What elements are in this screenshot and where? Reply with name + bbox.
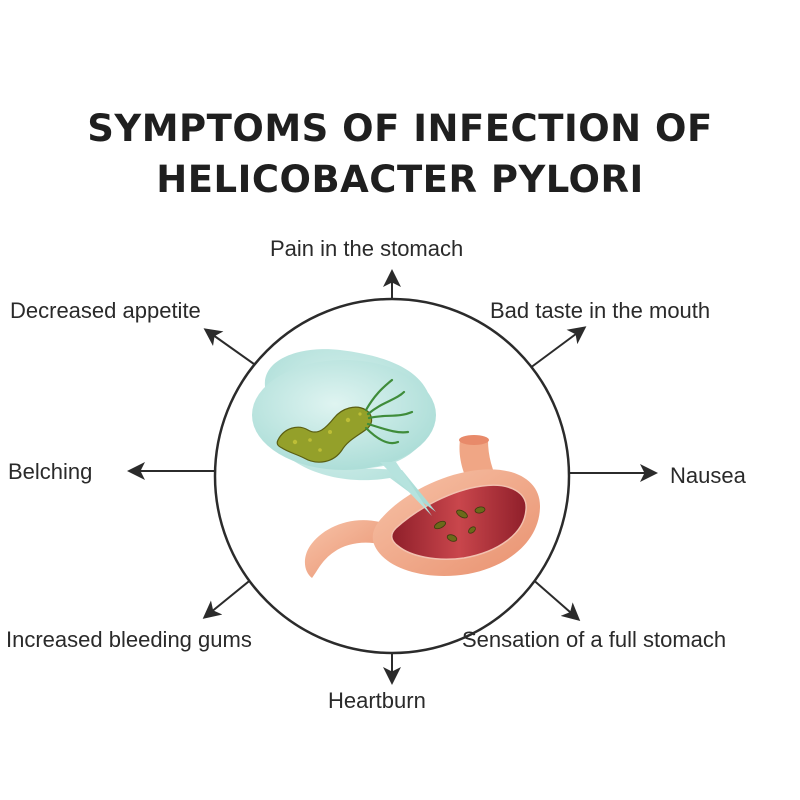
symptom-heartburn: Heartburn xyxy=(328,688,426,713)
symptom-belching: Belching xyxy=(8,459,93,484)
bacterium-bubble xyxy=(252,349,436,516)
symptom-nausea: Nausea xyxy=(670,463,746,488)
symptom-pain-in-stomach: Pain in the stomach xyxy=(270,236,464,261)
title-line-2: HELICOBACTER PYLORI xyxy=(156,158,644,201)
symptom-decreased-appetite: Decreased appetite xyxy=(10,298,201,323)
symptom-full-stomach: Sensation of a full stomach xyxy=(462,627,727,652)
symptom-bleeding-gums: Increased bleeding gums xyxy=(6,627,252,652)
title-line-1: SYMPTOMS OF INFECTION OF xyxy=(87,107,713,150)
symptom-bad-taste: Bad taste in the mouth xyxy=(490,298,711,323)
